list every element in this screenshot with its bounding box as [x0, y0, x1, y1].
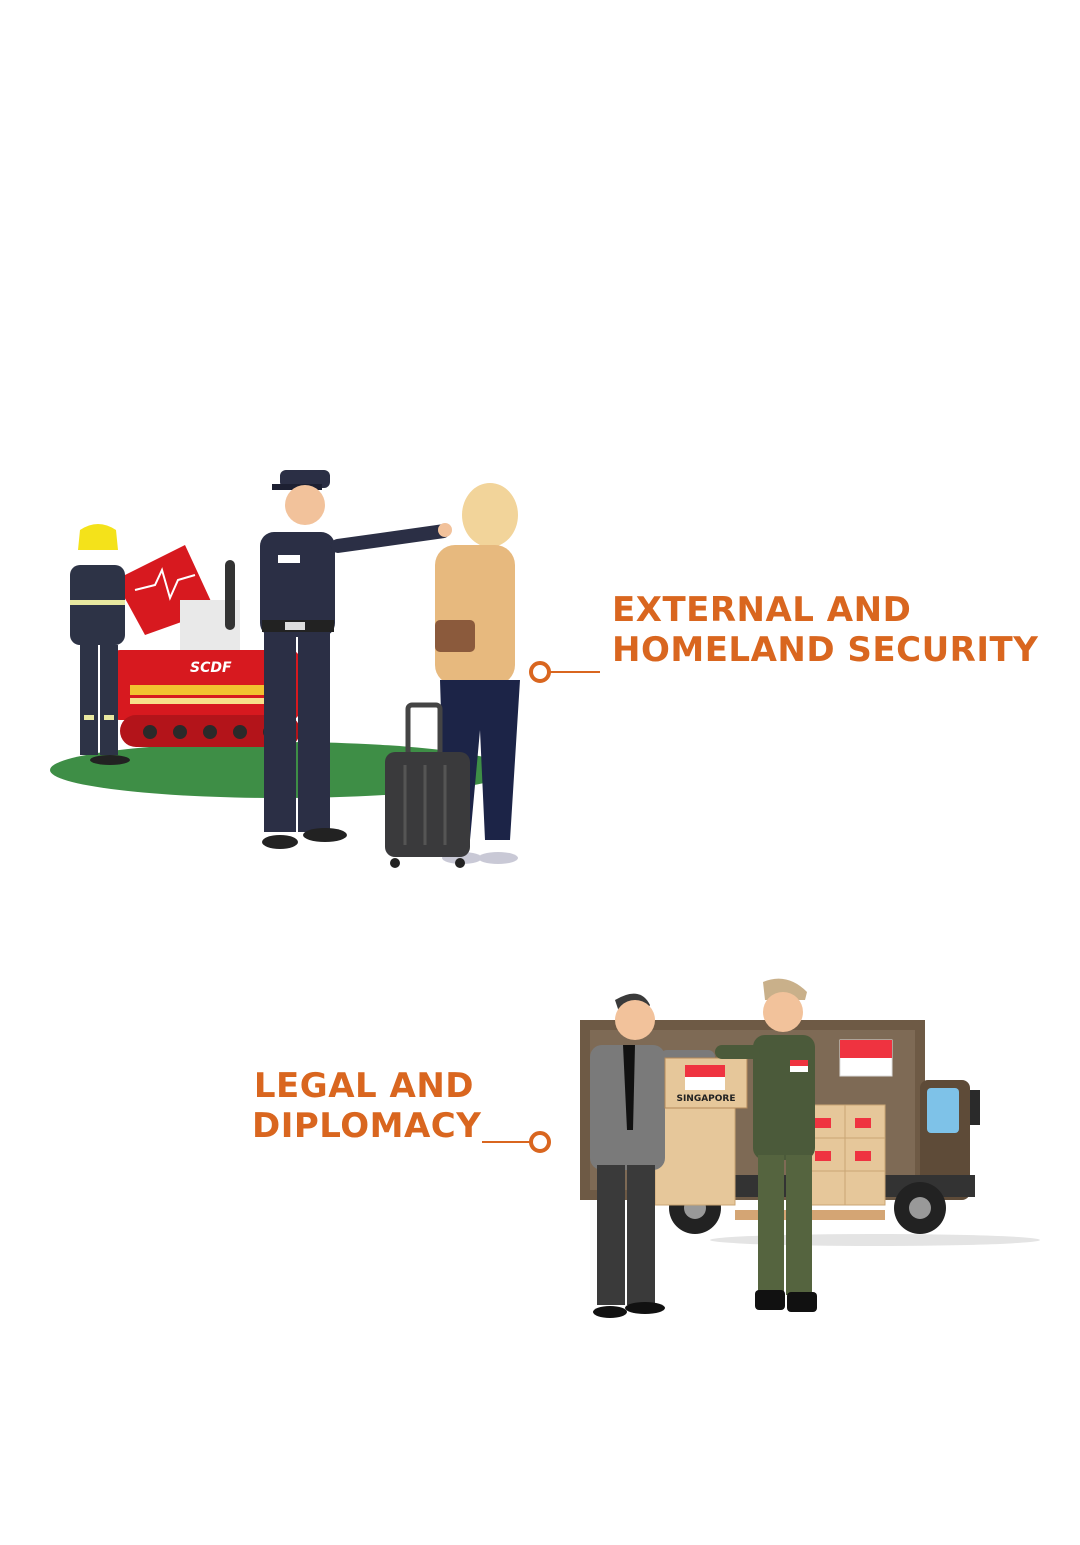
- police-officer-figure: [260, 470, 452, 849]
- singapore-box: SINGAPORE: [664, 1057, 748, 1109]
- section-title-security-line1: EXTERNAL AND: [612, 590, 912, 630]
- section-title-diplomacy: LEGAL AND DIPLOMACY: [252, 1066, 482, 1146]
- section-title-security-line2: HOMELAND SECURITY: [612, 630, 1039, 670]
- traveller-figure: [435, 483, 520, 864]
- soldier-figure: [715, 978, 817, 1312]
- box-label: SINGAPORE: [676, 1094, 735, 1104]
- security-illustration: SCDF: [50, 470, 520, 868]
- connector-diplomacy: [482, 1131, 551, 1153]
- section-title-diplomacy-line1: LEGAL AND: [253, 1066, 474, 1106]
- connector-dot-icon: [529, 661, 551, 683]
- singapore-flag-icon: [839, 1039, 893, 1077]
- connector-security: [529, 661, 600, 683]
- diplomat-figure: [590, 993, 715, 1318]
- section-title-diplomacy-line2: DIPLOMACY: [252, 1106, 482, 1146]
- firefighter-figure: [70, 524, 130, 765]
- diplomacy-illustration: SINGAPORE: [580, 978, 1040, 1318]
- suitcase-icon: [385, 702, 470, 868]
- vehicle-label: SCDF: [190, 660, 232, 676]
- singapore-flag-icon: [790, 1060, 808, 1072]
- connector-dot-icon: [529, 1131, 551, 1153]
- section-title-security: EXTERNAL AND HOMELAND SECURITY: [612, 590, 1038, 670]
